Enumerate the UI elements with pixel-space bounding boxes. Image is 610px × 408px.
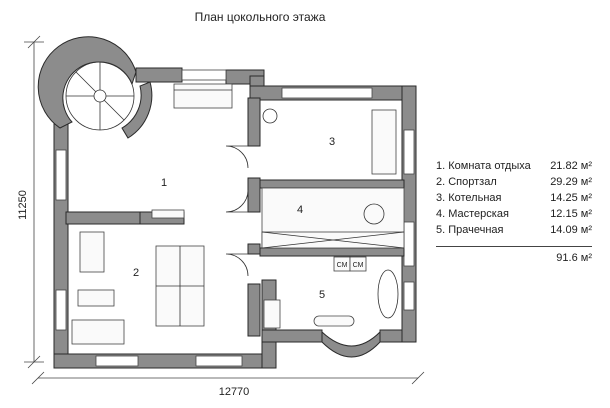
legend-label: 1. Комната отдыха — [436, 160, 531, 172]
legend-row: 4. Мастерская 12.15 м² — [436, 206, 592, 222]
legend-row: 3. Котельная 14.25 м² — [436, 190, 592, 206]
legend-area: 29.29 м² — [550, 176, 592, 188]
room-number-4: 4 — [297, 204, 303, 216]
bay-wall — [321, 330, 381, 358]
legend-row: 1. Комната отдыха 21.82 м² — [436, 158, 592, 174]
legend-area: 21.82 м² — [550, 160, 592, 172]
room-number-2: 2 — [133, 267, 139, 279]
room-legend: 1. Комната отдыха 21.82 м² 2. Спортзал 2… — [436, 158, 592, 264]
width-dimension-label: 12770 — [219, 386, 250, 398]
total-area: 91.6 м² — [556, 252, 592, 264]
weight-bench — [79, 231, 105, 273]
legend-divider — [436, 246, 592, 247]
doors — [225, 145, 249, 277]
page-title: План цокольного этажа — [194, 10, 326, 24]
interior-walls — [65, 97, 405, 337]
spiral-staircase — [65, 61, 135, 131]
legend-label: 3. Котельная — [436, 192, 502, 204]
windows — [55, 69, 415, 367]
washing-machine-label-2: СМ — [353, 262, 364, 269]
washing-machine-label-1: СМ — [337, 262, 348, 269]
legend-area: 14.25 м² — [550, 192, 592, 204]
height-dimension-label: 11250 — [17, 190, 29, 220]
legend-label: 2. Спортзал — [436, 176, 497, 188]
room-number-3: 3 — [329, 136, 335, 148]
boiler — [371, 109, 397, 175]
exercise-bike — [77, 289, 115, 307]
legend-row: 2. Спортзал 29.29 м² — [436, 174, 592, 190]
height-dimension: 11250 — [17, 35, 44, 369]
room-number-1: 1 — [161, 177, 167, 189]
legend-label: 5. Прачечная — [436, 224, 504, 236]
furniture — [71, 83, 405, 345]
room-number-5: 5 — [319, 289, 325, 301]
treadmill — [71, 319, 125, 345]
width-dimension: 12770 — [31, 371, 425, 398]
legend-row: 5. Прачечная 14.09 м² — [436, 222, 592, 238]
legend-label: 4. Мастерская — [436, 208, 509, 220]
legend-area: 14.09 м² — [550, 224, 592, 236]
legend-area: 12.15 м² — [550, 208, 592, 220]
